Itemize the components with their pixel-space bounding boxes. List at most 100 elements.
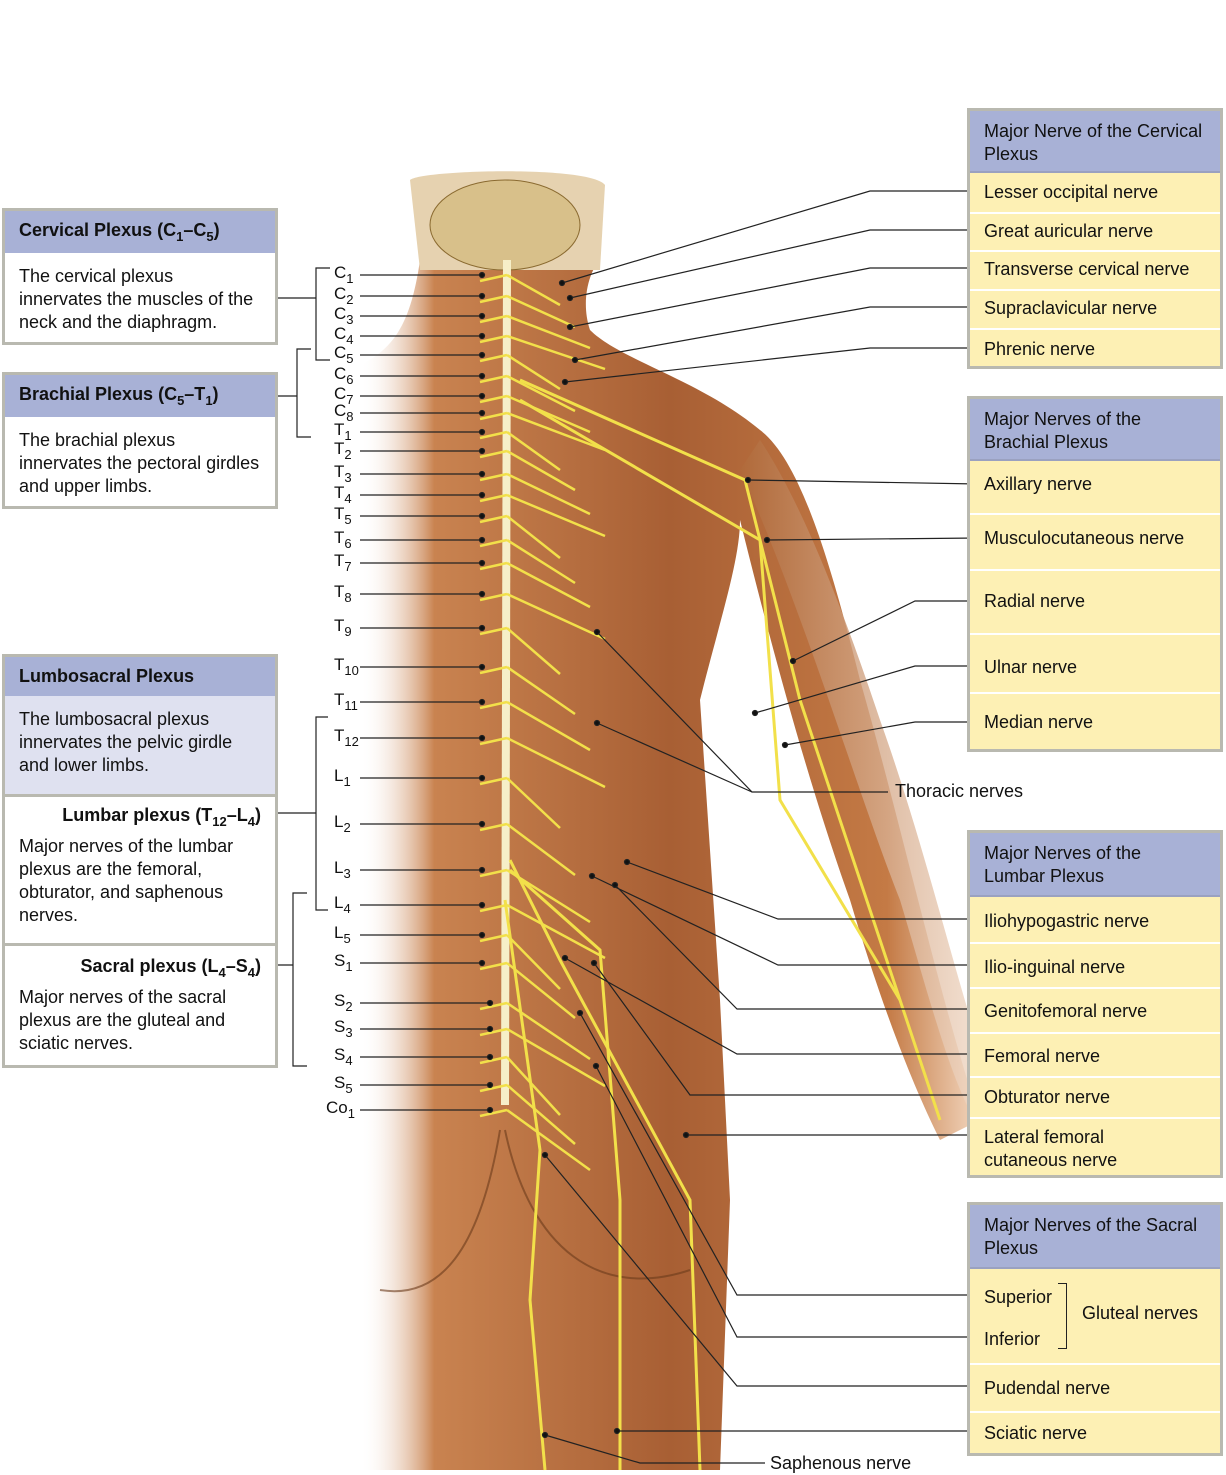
sacral-bracket [292,892,307,1067]
sacral-nerves-title: Major Nerves of the Sacral Plexus [970,1205,1220,1269]
pudendal-nerve-label: Pudendal nerve [984,1378,1111,1398]
leader-dot [478,271,486,279]
leader-dot [781,741,789,749]
nerve-leader-line [564,957,978,1055]
spinal-level-S3: S3 [334,1017,353,1040]
spinal-level-C1: C1 [334,263,354,286]
spinal-nerve-right [506,1084,576,1145]
spinal-level-T7: T7 [334,551,352,574]
leader-dot [763,536,771,544]
spinal-nerve-left [479,592,508,602]
nerve-leader-line [766,537,979,541]
brachial-plexus-desc: The brachial plexus innervates the pecto… [19,430,260,496]
nerve-leader-line [544,1154,978,1387]
leader-dot [486,1025,494,1033]
leader-dot [744,476,752,484]
leader-dot [478,447,486,455]
sacral-plexus-title: Sacral plexus (L4–S4) [80,956,261,980]
ulnar-nerve-label: Ulnar nerve [984,657,1078,677]
spinal-nerve-right [506,934,561,990]
spinal-nerve-left [479,538,508,548]
spinal-nerve-right [506,273,561,307]
lumbar-bracket [315,716,328,911]
leader-dot [613,1427,621,1435]
leader-dot [478,372,486,380]
spinal-level-S4: S4 [334,1045,353,1068]
nerve-leader-line [595,1065,978,1338]
spinal-level-C4: C4 [334,324,354,347]
spinal-nerve-right [506,962,576,1019]
spinal-level-C5: C5 [334,343,354,366]
spinal-nerve-left [479,700,508,710]
brachial-bracket [296,348,311,438]
spinal-nerve-right [506,314,591,350]
buttocks-line [379,1129,691,1293]
sciatic-nerve-label: Sciatic nerve [984,1423,1088,1443]
lesser-occipital-nerve-label: Lesser occipital nerve [984,182,1159,202]
leader-dot [478,663,486,671]
spinal-level-C2: C2 [334,284,354,307]
spinal-level-L2: L2 [334,812,351,835]
spinal-nerve-left [479,334,508,344]
leader-dot [486,999,494,1007]
cerebellum [429,179,581,271]
nerve-leader-line [569,267,978,328]
spinal-level-Co1: Co1 [326,1098,355,1121]
brachial-plexus-box: Brachial Plexus (C5–T1) The brachial ple… [2,372,278,509]
lumbosacral-desc: The lumbosacral plexus innervates the pe… [5,696,275,794]
cervical-plexus-desc: The cervical plexus innervates the muscl… [19,266,254,332]
spinal-level-T1: T1 [334,420,352,443]
spinal-level-L3: L3 [334,858,351,881]
spinal-level-T6: T6 [334,528,352,551]
leader-dot [478,931,486,939]
nerve-branches [479,273,942,1471]
leader-dot [486,1053,494,1061]
lumbar-nerves-box: Major Nerves of the Lumbar Plexus Iliohy… [967,830,1223,1178]
cervical-plexus-box: Cervical Plexus (C1–C5) The cervical ple… [2,208,278,345]
major-nerve-trunk [519,398,902,1001]
spinal-nerve-right [506,374,576,413]
leader-dot [561,954,569,962]
leader-dot [478,512,486,520]
musculocutaneous-nerve-label: Musculocutaneous nerve [984,528,1185,548]
ilio-inguinal-nerve-label: Ilio-inguinal nerve [984,957,1126,977]
spinal-level-T8: T8 [334,582,352,605]
genitofemoral-nerve-label: Genitofemoral nerve [984,1001,1148,1021]
spinal-nerve-left [479,353,508,363]
spinal-nerve-left [479,961,508,971]
spinal-level-C6: C6 [334,364,354,387]
spinal-nerve-left [479,394,508,404]
spinal-nerve-left [479,314,508,324]
spinal-nerve-right [506,903,606,960]
spinal-nerve-right [506,1056,561,1116]
leader-dot [611,881,619,889]
nerve-leader-line [544,1434,765,1464]
brachial-nerves-title: Major Nerves of the Brachial Plexus [970,399,1220,461]
axillary-nerve-label: Axillary nerve [984,474,1093,494]
leader-dot [478,536,486,544]
lateral-femoral-cutaneous-nerve-label: Lateral femoral cutaneous nerve [984,1127,1118,1170]
sacral-plexus-section: Sacral plexus (L4–S4) Major nerves of th… [5,943,275,1067]
spinal-nerve-right [506,777,561,829]
median-nerve-label: Median nerve [984,712,1094,732]
leader-lines [270,190,979,1464]
leader-dot [588,872,596,880]
spinal-level-L1: L1 [334,766,351,789]
spinal-level-T12: T12 [334,726,359,749]
superior-gluteal-nerve-label: Superior [984,1287,1053,1307]
cervical-plexus-title: Cervical Plexus (C1–C5) [5,211,275,253]
leader-dot [486,1106,494,1114]
spinal-nerve-left [479,1055,508,1065]
cervical-nerves-title: Major Nerve of the Cervical Plexus [970,111,1220,173]
nerve-leader-line [591,875,978,966]
spinal-nerve-left [479,561,508,571]
spinal-nerve-right [506,411,606,452]
leader-dot [478,734,486,742]
nerve-leader-line [561,190,978,284]
nerve-leader-line [784,721,978,746]
leader-dot [751,709,759,717]
spinal-nerve-left [479,736,508,746]
lumbosacral-plexus-box: Lumbosacral Plexus The lumbosacral plexu… [2,654,278,1068]
spinal-level-L4: L4 [334,893,351,916]
spinal-nerve-right [506,493,606,538]
